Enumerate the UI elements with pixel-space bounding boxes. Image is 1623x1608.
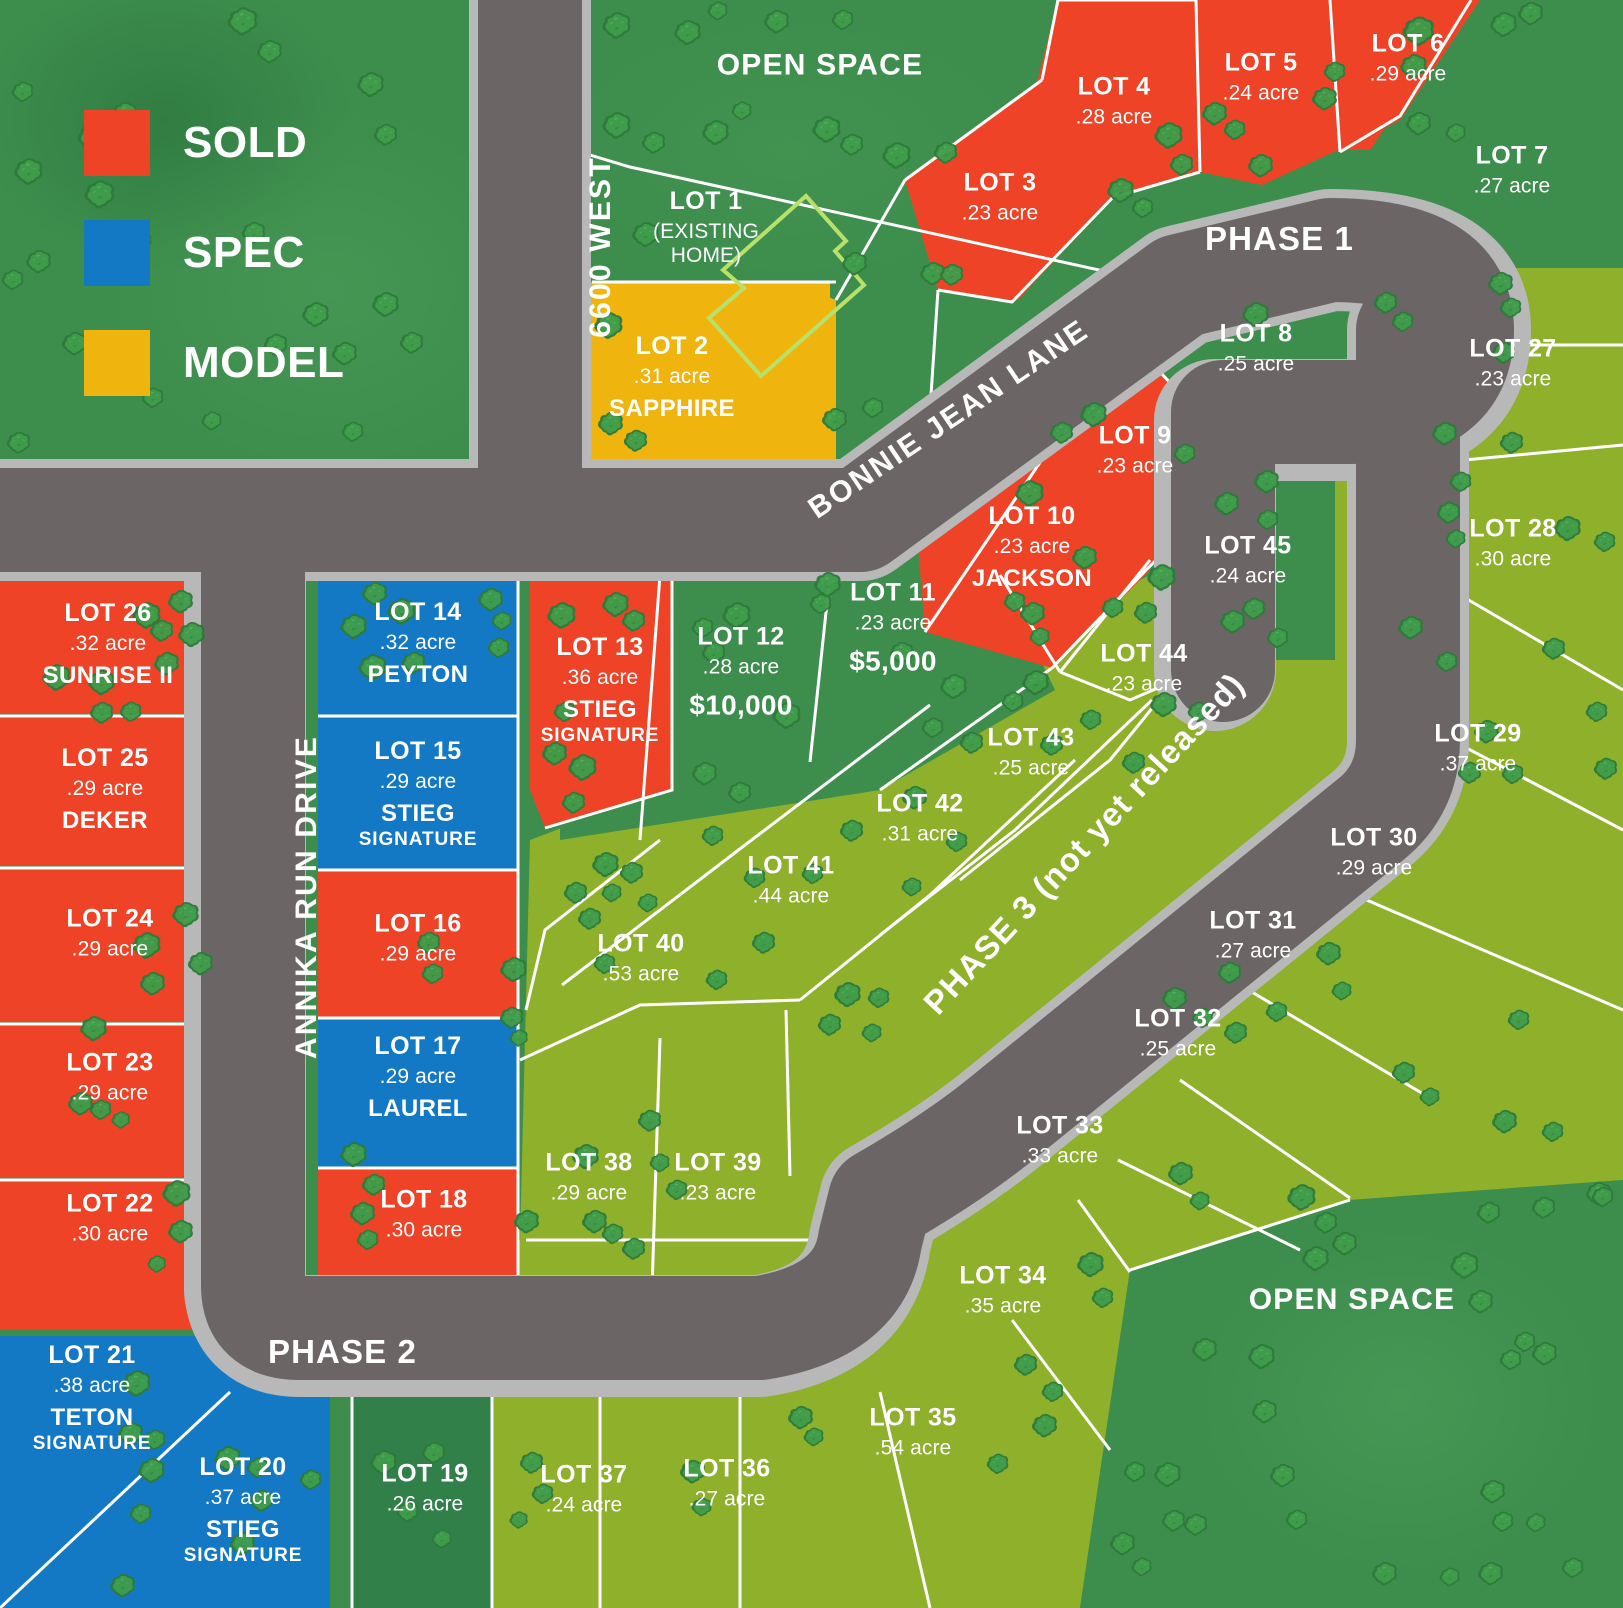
legend-swatch-model bbox=[84, 329, 150, 396]
legend-item-spec: SPEC bbox=[84, 210, 344, 295]
lot-25-shape bbox=[0, 718, 212, 866]
roads bbox=[0, 0, 1531, 1397]
lot-11-12-shape bbox=[560, 575, 1055, 840]
lot-13-shape bbox=[530, 576, 672, 828]
legend-swatch-sold bbox=[84, 109, 150, 176]
legend-label-spec: SPEC bbox=[183, 227, 305, 277]
legend: SOLD SPEC MODEL bbox=[84, 100, 344, 430]
legend-item-model: MODEL bbox=[84, 320, 344, 405]
lot-24-shape bbox=[0, 870, 212, 1022]
legend-label-model: MODEL bbox=[183, 337, 345, 387]
legend-swatch-spec bbox=[84, 219, 150, 286]
legend-label-sold: SOLD bbox=[183, 117, 308, 167]
legend-item-sold: SOLD bbox=[84, 100, 344, 185]
lot-15-shape bbox=[318, 718, 518, 870]
